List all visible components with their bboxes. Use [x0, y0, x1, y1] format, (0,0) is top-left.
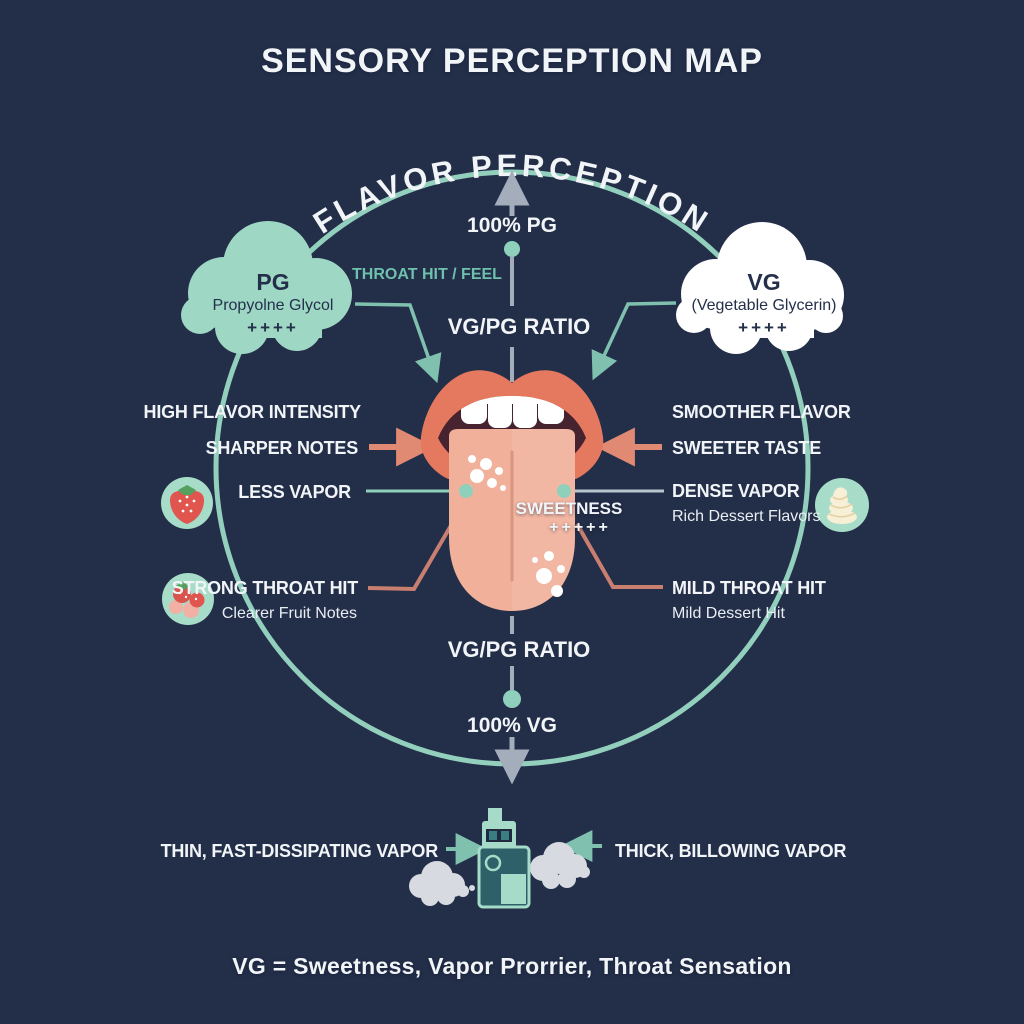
tongue-sweetness-rating: +++++ [549, 519, 611, 536]
label-dense-vapor: DENSE VAPOR [672, 481, 800, 501]
strawberry-icon [161, 477, 213, 529]
cloud-pg-rating: ++++ [247, 318, 299, 337]
label-sharper-notes: SHARPER NOTES [205, 438, 359, 458]
label-mild-dessert-hit: Mild Dessert Hit [672, 605, 785, 622]
cloud-vg-name: (Vegetable Glycerin) [691, 297, 837, 314]
cloud-pg-shape [181, 221, 352, 354]
label-rich-dessert-flavors: Rich Dessert Flavors [672, 508, 821, 525]
page-title: SENSORY PERCEPTION MAP [261, 42, 763, 80]
tongue-dot-left [459, 484, 473, 498]
ratio-label-bottom: VG/PG RATIO [447, 637, 591, 662]
tongue-dot-right [557, 484, 571, 498]
cloud-vg-abbr: VG [747, 269, 781, 295]
whipped-cream-icon [815, 478, 869, 532]
connector-arrow-vg [591, 301, 677, 381]
label-smoother-flavor: SMOOTHER FLAVOR [672, 402, 851, 422]
mild-throat-line [575, 523, 663, 589]
label-high-flavor-intensity: HIGH FLAVOR INTENSITY [143, 402, 362, 422]
cloud-vg-shape [676, 222, 844, 354]
cloud-pg-name: Propyolne Glycol [212, 297, 334, 314]
label-100-vg: 100% VG [467, 714, 557, 737]
label-clearer-fruit-notes: Clearer Fruit Notes [221, 605, 357, 622]
axis-dot-top [504, 241, 520, 257]
cloud-vg-rating: ++++ [738, 318, 790, 337]
label-thin-vapor: THIN, FAST-DISSIPATING VAPOR [160, 841, 439, 861]
connector-arrow-pg [354, 302, 442, 384]
label-strong-throat-hit: STRONG THROAT HIT [171, 578, 358, 598]
vapor-cloud-left-icon [409, 861, 475, 906]
axis-dot-bottom [503, 690, 521, 708]
cloud-pg-abbr: PG [256, 269, 290, 295]
mouth-illustration [420, 370, 604, 611]
strong-throat-line [367, 520, 455, 592]
vape-device-icon [477, 808, 531, 909]
label-thick-vapor: THICK, BILLOWING VAPOR [615, 841, 847, 861]
label-mild-throat-hit: MILD THROAT HIT [672, 578, 826, 598]
label-less-vapor: LESS VAPOR [238, 482, 351, 502]
vapor-cloud-right-icon [530, 842, 590, 889]
tongue-sweetness-label: SWEETNESS [515, 499, 623, 518]
label-sweeter-taste: SWEETER TASTE [672, 438, 822, 458]
ratio-label-top: VG/PG RATIO [447, 314, 591, 339]
label-100-pg: 100% PG [467, 214, 557, 237]
footer-note: VG = Sweetness, Vapor Prorrier, Throat S… [232, 953, 792, 979]
strawberries-icon [162, 573, 214, 625]
throat-hit-feel-label: THROAT HIT / FEEL [352, 266, 502, 283]
